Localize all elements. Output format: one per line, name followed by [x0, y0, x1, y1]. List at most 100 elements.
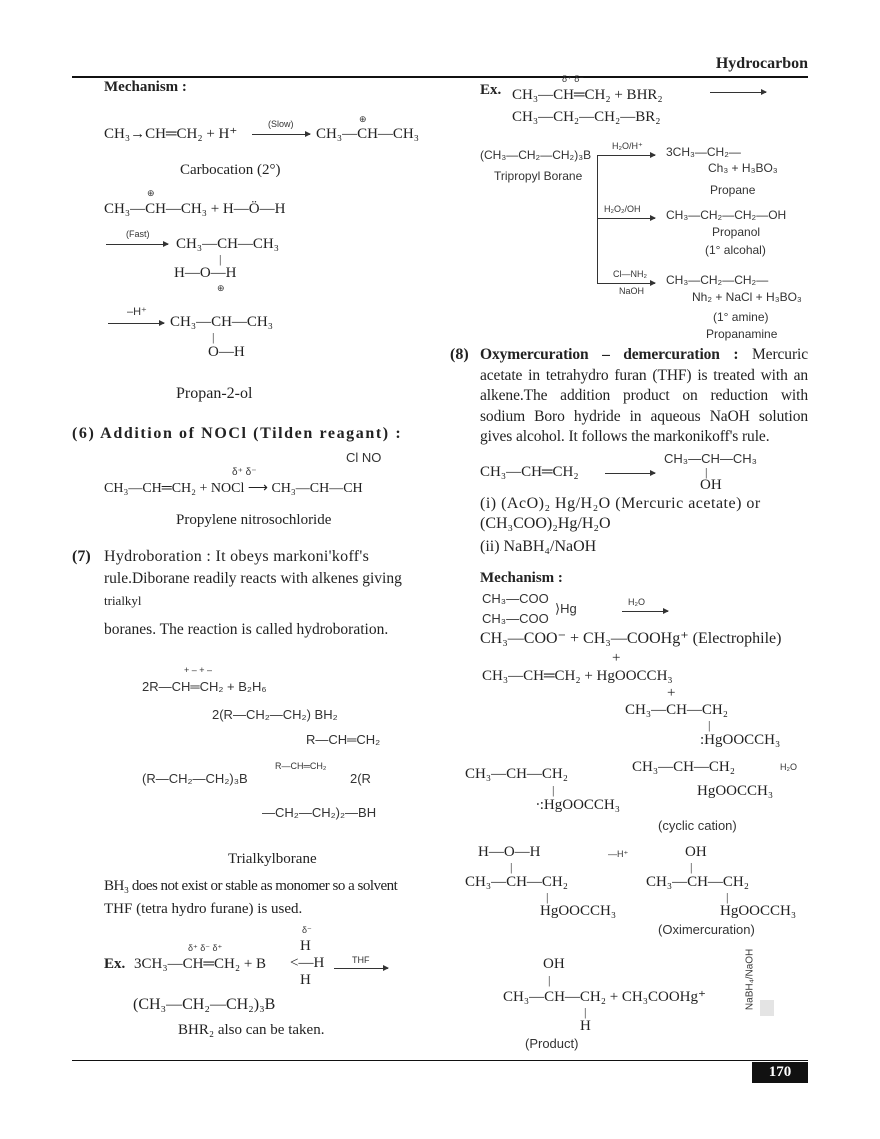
reactant-name: Tripropyl Borane	[494, 169, 583, 183]
charge-symbol: +	[612, 650, 621, 666]
equation: 3CH₃—CH═CH₂ + B	[134, 956, 267, 972]
bond: |	[552, 783, 555, 797]
example-label: Ex.	[480, 82, 502, 98]
equation: CH₃—CH—CH₃	[176, 236, 279, 252]
equation: (R—CH₂—CH₂)₃B	[142, 771, 248, 786]
note: BHR₂ also can be taken.	[178, 1022, 325, 1038]
section-heading-8: Oxymercuration – demercuration :	[480, 346, 739, 363]
reaction-arrow	[252, 131, 311, 137]
page-number: 170	[752, 1062, 808, 1083]
mechanism-heading: Mechanism :	[480, 570, 563, 586]
atom: H	[300, 972, 311, 988]
reactant: ⟩Hg	[555, 601, 577, 616]
charge-symbol: ⊕	[359, 114, 367, 124]
section-number-7: (7)	[72, 548, 91, 565]
partial-charges: δ⁺ δ⁻	[232, 467, 257, 478]
equation: CH₃—CH—CH₂	[646, 874, 749, 890]
equation: H	[580, 1018, 591, 1034]
product-type: (1° alcohal)	[705, 243, 766, 257]
bond: |	[705, 465, 708, 479]
bond: |	[546, 890, 549, 904]
equation: CH₃—CH—CH₃	[170, 314, 273, 330]
product: OH	[700, 477, 722, 493]
equation: H—O—H	[174, 265, 237, 281]
condition-label: (Slow)	[268, 119, 294, 129]
product-name: Propanol	[712, 225, 761, 239]
paragraph-line: rule.Diborane readily reacts with alkene…	[104, 570, 402, 587]
caption: (Product)	[525, 1036, 579, 1051]
condition-label: THF	[352, 955, 370, 965]
reactant: (CH₃—CH₂—CH₂)₃B	[480, 148, 592, 162]
equation: HgOOCCH₃	[720, 903, 797, 919]
paragraph-line: Hydroboration : It obeys markoni'koff's	[104, 548, 370, 565]
bond: |	[708, 718, 711, 732]
caption: Carbocation (2°)	[180, 162, 281, 178]
reagent-line: (ii) NaBH₄/NaOH	[480, 538, 597, 555]
product-name: Propanamine	[706, 327, 778, 341]
reactant: CH₃—CH═CH₂	[480, 464, 579, 480]
paragraph-line: boranes. The reaction is called hydrobor…	[104, 621, 389, 638]
reagent-label: H₂O	[780, 762, 797, 772]
substituents: Cl NO	[346, 450, 382, 465]
partial-charges: + – + –	[184, 665, 213, 675]
section-header: Hydrocarbon	[715, 55, 808, 72]
bond: |	[726, 890, 729, 904]
caption: (cyclic cation)	[658, 818, 737, 833]
condition-label: Cl—NH₂	[613, 269, 647, 279]
equation: CH₃—CH—CH₃ + H—Ö—H	[104, 201, 286, 217]
reaction-arrow	[106, 241, 169, 247]
product-type: (1° amine)	[713, 310, 769, 324]
bond: |	[219, 252, 222, 266]
reaction-arrow	[605, 470, 656, 476]
bond: |	[548, 973, 551, 987]
caption: Trialkylborane	[228, 851, 317, 867]
reagent-line: (CH₃COO)₂Hg/H₂O	[480, 515, 611, 532]
reactant: CH₃—COO	[482, 611, 549, 626]
equation: CH₃—CH—CH₂	[465, 874, 568, 890]
reagent-label: R—CH═CH₂	[275, 761, 327, 771]
bond: |	[212, 330, 215, 344]
equation: CH₃—COO⁻ + CH₃—COOHg⁺ (Electrophile)	[480, 630, 782, 647]
product-name: Propane	[710, 183, 756, 197]
charge-symbol: ⊕	[217, 283, 225, 293]
condition-label: (Fast)	[126, 229, 150, 239]
equation: HgOOCCH₃	[697, 783, 774, 799]
equation: :HgOOCCH₃	[700, 732, 781, 748]
branch-line	[597, 155, 598, 283]
caption: Propan-2-ol	[176, 385, 253, 402]
section-heading-6: (6) Addition of NOCl (Tilden reagant) :	[72, 425, 403, 442]
vertical-reagent-label: NaBH₄/NaOH	[744, 948, 756, 1011]
reaction-arrow	[108, 320, 165, 326]
bottom-rule	[72, 1060, 808, 1061]
reaction-arrow	[597, 215, 656, 221]
example-label: Ex.	[104, 956, 126, 972]
equation: CH₃→CH═CH₂ + H⁺	[104, 126, 238, 142]
shaded-box	[760, 1000, 774, 1016]
equation: HgOOCCH₃	[540, 903, 617, 919]
equation: CH₃—CH═CH₂ + HgOOCCH₃	[482, 668, 673, 684]
equation: —CH₂—CH₂)₂—BH	[262, 805, 377, 820]
section-number-8: (8)	[450, 346, 469, 363]
top-rule	[72, 76, 808, 78]
equation: CH₃—CH═CH₂ + BHR₂	[512, 87, 663, 103]
reaction-arrow	[622, 608, 669, 614]
caption: (Oximercuration)	[658, 922, 755, 937]
product: Ch₃ + H₃BO₃	[708, 161, 778, 175]
atom: <—H	[290, 955, 325, 971]
equation: 2(R	[350, 771, 371, 786]
condition-label: H₂O₂/OH	[604, 204, 641, 214]
equation: OH	[543, 956, 565, 972]
charge-symbol: +	[667, 685, 676, 701]
product: CH₃—CH₂—CH₂—OH	[666, 208, 787, 222]
equation: OH	[685, 844, 707, 860]
charge-symbol: ⊕	[147, 188, 155, 198]
equation: 2R—CH═CH₂ + B₂H₆	[142, 679, 267, 694]
product: Nh₂ + NaCl + H₃BO₃	[692, 290, 802, 304]
condition-label: H₂O	[628, 597, 645, 607]
reagent-line: (i) (AcO)₂ Hg/H₂O (Mercuric acetate) or	[480, 495, 761, 512]
product: CH₃—CH₂—CH₂—	[666, 273, 769, 287]
equation: H—O—H	[478, 844, 541, 860]
bond: |	[690, 860, 693, 874]
caption: Propylene nitrosochloride	[176, 512, 332, 528]
